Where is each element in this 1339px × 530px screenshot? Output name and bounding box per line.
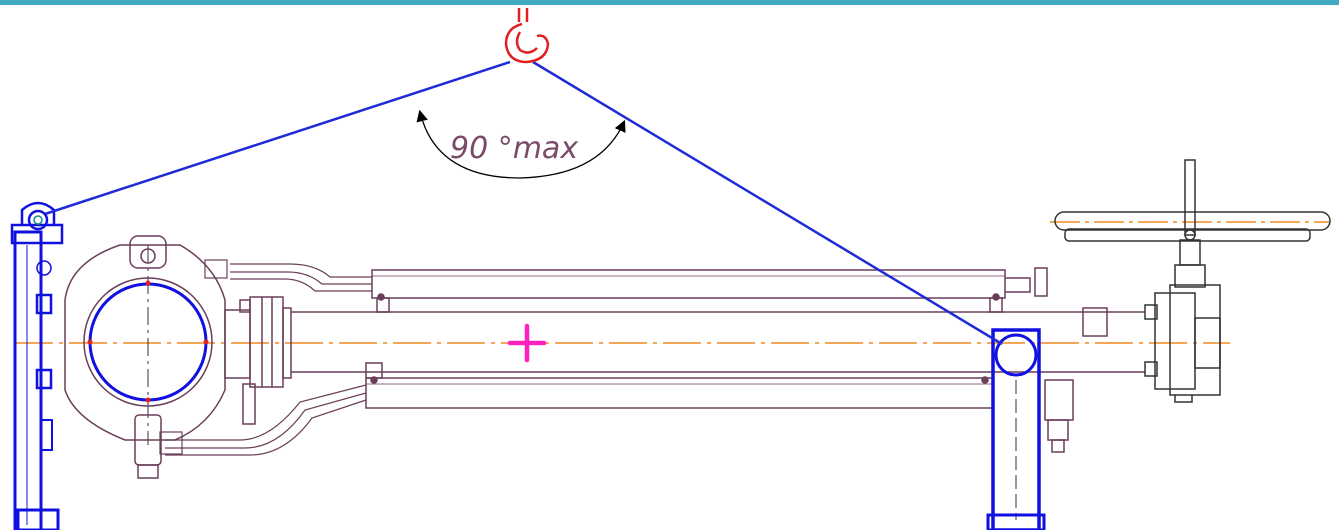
right-valve [1034,267,1074,453]
handwheel [1054,159,1331,242]
end-coupler [1144,239,1221,403]
upper-cylinder [371,269,1031,313]
right-support [986,328,1046,530]
lower-cylinder [365,362,994,409]
angle-label: 90 °max [450,131,578,166]
flange-block [224,296,292,425]
angle-dimension: 90 °max [416,109,626,179]
lower-hose [159,384,367,456]
upper-hose [204,259,372,292]
header-bar [0,0,1339,5]
crane-hook-icon [504,8,550,64]
swivel-housing [64,235,226,479]
left-frame [10,223,64,530]
center-of-gravity-icon [507,323,547,363]
main-pipe [291,307,1145,373]
sling [44,60,1003,346]
